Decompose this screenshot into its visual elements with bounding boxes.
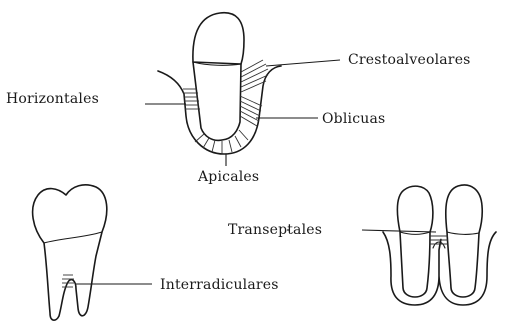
molar-figure xyxy=(33,185,152,320)
crown-outline xyxy=(193,13,244,64)
molar-cervical-line xyxy=(44,232,102,243)
label-horizontales: Horizontales xyxy=(6,91,99,107)
left-tooth-outline xyxy=(397,186,433,297)
label-interradiculares: Interradiculares xyxy=(160,277,279,293)
root-outline xyxy=(193,62,241,140)
left-tooth-cervical-line xyxy=(400,232,430,234)
label-apicales: Apicales xyxy=(197,169,259,185)
adjacent-teeth-figure xyxy=(362,185,496,305)
crestoalveolar-fibers xyxy=(241,60,268,92)
single-tooth-figure xyxy=(145,13,340,166)
label-oblicuas: Oblicuas xyxy=(322,111,385,127)
molar-outline xyxy=(33,185,107,320)
transseptal-fibers xyxy=(430,236,448,244)
leader-crestoalveolares xyxy=(266,60,340,66)
label-transeptales: Transeptales xyxy=(228,222,322,238)
label-crestoalveolares: Crestoalveolares xyxy=(348,52,471,68)
right-tooth-cervical-line xyxy=(447,232,479,234)
right-tooth-outline xyxy=(446,185,483,297)
